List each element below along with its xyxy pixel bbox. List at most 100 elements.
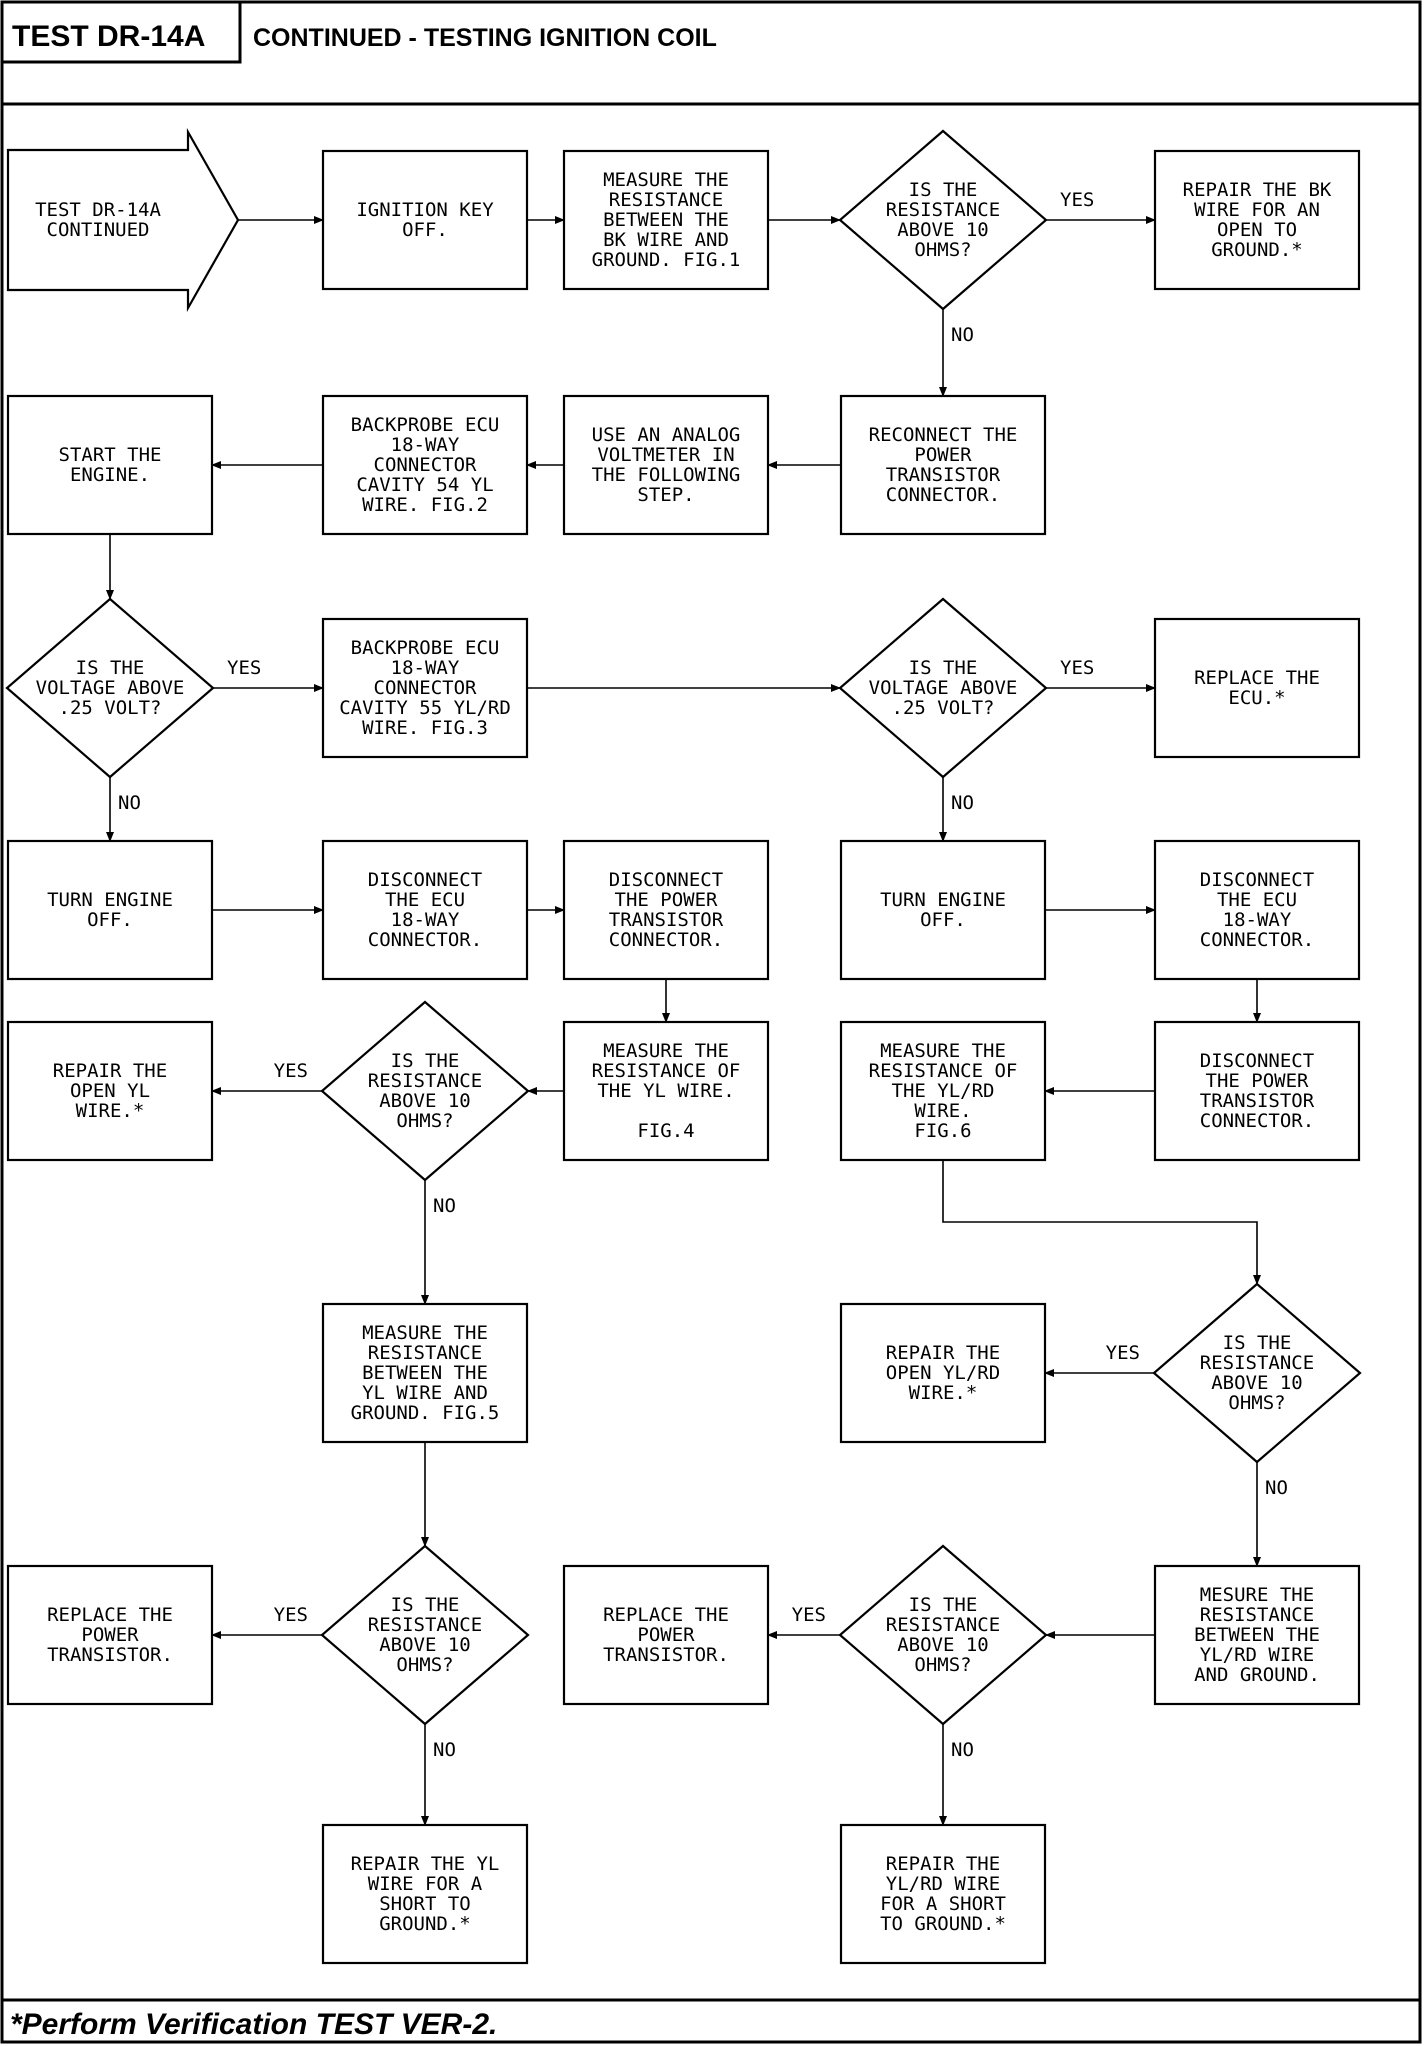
- node-text-line: FOR A SHORT: [880, 1893, 1006, 1915]
- node-text-line: CONNECTOR.: [368, 929, 482, 951]
- node-text-line: WIRE.: [914, 1100, 971, 1122]
- process-box: [1153, 617, 1361, 759]
- process-box: [839, 1020, 1047, 1162]
- node-text-line: REPAIR THE: [886, 1853, 1000, 1875]
- node-text-line: GROUND. FIG.1: [592, 249, 741, 271]
- process-box: [321, 617, 529, 759]
- process-box: [562, 839, 770, 981]
- node-text-line: BETWEEN THE: [362, 1362, 488, 1384]
- process-box: [321, 1823, 529, 1965]
- edge-label-yes: YES: [792, 1604, 826, 1626]
- node-text-line: MEASURE THE: [362, 1322, 488, 1344]
- node-text-line: IS THE: [909, 1594, 978, 1616]
- node-text-line: WIRE.*: [909, 1382, 978, 1404]
- process-box: [562, 149, 770, 291]
- node-text-line: REPAIR THE: [886, 1342, 1000, 1364]
- connector-line: [942, 1160, 1261, 1285]
- node-text-line: DISCONNECT: [368, 869, 482, 891]
- edge-q_bk-to-reconnect_pt: NO: [939, 309, 974, 397]
- node-text-line: IS THE: [76, 657, 145, 679]
- node-text-line: REPLACE THE: [603, 1604, 729, 1626]
- node-text-line: IS THE: [391, 1594, 460, 1616]
- edge-label-yes: YES: [1060, 657, 1094, 679]
- node-text-line: OFF.: [87, 909, 133, 931]
- node-text-line: BACKPROBE ECU: [351, 637, 500, 659]
- edge-q_v1-to-backprobe_55: YES: [213, 657, 324, 692]
- node-text-line: .25 VOLT?: [59, 697, 162, 719]
- process-box: [839, 839, 1047, 981]
- node-text-line: ENGINE.: [70, 464, 150, 486]
- decision-diamond: [838, 129, 1048, 311]
- node-text-line: YL/RD WIRE: [886, 1873, 1000, 1895]
- node-text-line: OFF.: [920, 909, 966, 931]
- edge-q_ylrd_short-to-replace_pt_r: YES: [767, 1604, 840, 1639]
- node-text-line: FIG.6: [914, 1120, 971, 1142]
- node-text-line: RESISTANCE OF: [592, 1060, 741, 1082]
- node-text-line: THE ECU: [385, 889, 465, 911]
- node-text-line: .25 VOLT?: [892, 697, 995, 719]
- node-text-line: POWER: [637, 1624, 695, 1646]
- edge-label-no: NO: [1265, 1477, 1288, 1499]
- node-text-line: GROUND. FIG.5: [351, 1402, 500, 1424]
- node-text-line: IGNITION KEY: [356, 199, 494, 221]
- edge-q_yl_short-to-replace_pt_l: YES: [211, 1604, 322, 1639]
- node-text-line: CONTINUED: [47, 219, 150, 241]
- node-text-line: THE YL/RD: [892, 1080, 995, 1102]
- process-box: [1153, 839, 1361, 981]
- node-text-line: IS THE: [909, 179, 978, 201]
- edge-label-yes: YES: [1060, 189, 1094, 211]
- edge-q_v1-to-turn_off_l: NO: [106, 777, 141, 842]
- edge-q_bk-to-repair_bk: YES: [1046, 189, 1156, 224]
- edge-q_ylrd_open-to-measure_ylrd_gnd: NO: [1253, 1462, 1288, 1567]
- node-text-line: TO GROUND.*: [880, 1913, 1006, 1935]
- edge-q_yl_short-to-repair_yl_short: NO: [421, 1724, 456, 1826]
- node-text-line: VOLTAGE ABOVE: [36, 677, 185, 699]
- node-text-line: 18-WAY: [1223, 909, 1292, 931]
- decision-diamond: [838, 1544, 1048, 1726]
- node-text-line: REPLACE THE: [1194, 667, 1320, 689]
- node-text-line: RECONNECT THE: [869, 424, 1018, 446]
- process-box: [839, 1823, 1047, 1965]
- node-text-line: TRANSISTOR: [1200, 1090, 1315, 1112]
- node-text-line: RESISTANCE: [886, 1614, 1000, 1636]
- node-text-line: OFF.: [402, 219, 448, 241]
- node-text-line: RESISTANCE: [1200, 1352, 1314, 1374]
- start-arrow-shape: [6, 127, 240, 313]
- node-text-line: OPEN YL: [70, 1080, 150, 1102]
- process-box: [1153, 1564, 1361, 1706]
- process-box: [321, 149, 529, 291]
- process-box: [1153, 149, 1361, 291]
- edge-label-no: NO: [951, 1739, 974, 1761]
- node-text-line: REPLACE THE: [47, 1604, 173, 1626]
- node-text-line: CONNECTOR: [374, 677, 478, 699]
- node-text-line: POWER: [914, 444, 972, 466]
- footer-note: *Perform Verification TEST VER-2.: [10, 2008, 497, 2041]
- node-text-line: THE POWER: [1206, 1070, 1310, 1092]
- process-box: [6, 1564, 214, 1706]
- node-text-line: BK WIRE AND: [603, 229, 729, 251]
- node-text-line: TRANSISTOR.: [47, 1644, 173, 1666]
- process-box: [562, 1564, 770, 1706]
- process-box: [321, 839, 529, 981]
- edge-label-yes: YES: [1106, 1342, 1140, 1364]
- decision-diamond: [1152, 1282, 1362, 1464]
- node-text-line: CONNECTOR: [374, 454, 478, 476]
- node-text-line: OHMS?: [914, 1654, 971, 1676]
- process-box: [6, 394, 214, 536]
- edge-label-no: NO: [951, 792, 974, 814]
- node-text-line: STEP.: [637, 484, 694, 506]
